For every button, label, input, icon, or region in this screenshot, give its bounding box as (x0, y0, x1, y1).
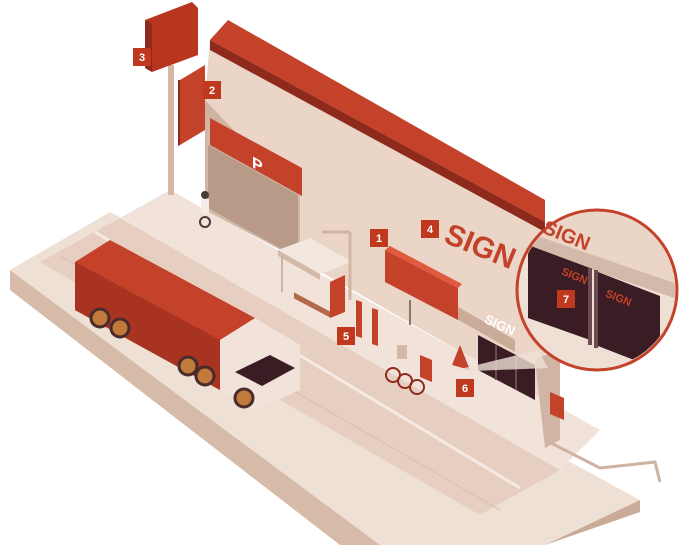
svg-text:4: 4 (427, 224, 434, 236)
marker-6[interactable]: 6 (456, 379, 474, 397)
parking-sign: P (252, 153, 263, 176)
zoom-circle-icon: SIGN SIGN SIGN (448, 208, 679, 372)
bus-shelter (278, 238, 352, 318)
billboard (385, 246, 462, 325)
marker-2[interactable]: 2 (203, 81, 221, 99)
flags (356, 300, 378, 346)
marker-4[interactable]: 4 (421, 220, 439, 238)
building (205, 20, 560, 448)
cable (544, 438, 662, 483)
marker-7[interactable]: 7 (557, 290, 575, 308)
svg-text:2: 2 (209, 85, 215, 97)
svg-text:7: 7 (563, 294, 569, 306)
svg-text:1: 1 (376, 233, 382, 245)
person-on-unicycle-icon (199, 191, 211, 228)
marker-1[interactable]: 1 (370, 229, 388, 247)
street-lamp (322, 230, 352, 300)
truck-icon (75, 240, 300, 410)
wall-panel (550, 392, 564, 420)
a-frame-sign (452, 345, 470, 370)
svg-text:6: 6 (462, 383, 468, 395)
marker-5[interactable]: 5 (337, 327, 355, 345)
svg-text:5: 5 (343, 331, 349, 343)
pylon-sign (145, 2, 205, 195)
marker-3[interactable]: 3 (133, 48, 151, 66)
svg-text:3: 3 (139, 52, 145, 64)
bicycle-rack (385, 345, 432, 395)
